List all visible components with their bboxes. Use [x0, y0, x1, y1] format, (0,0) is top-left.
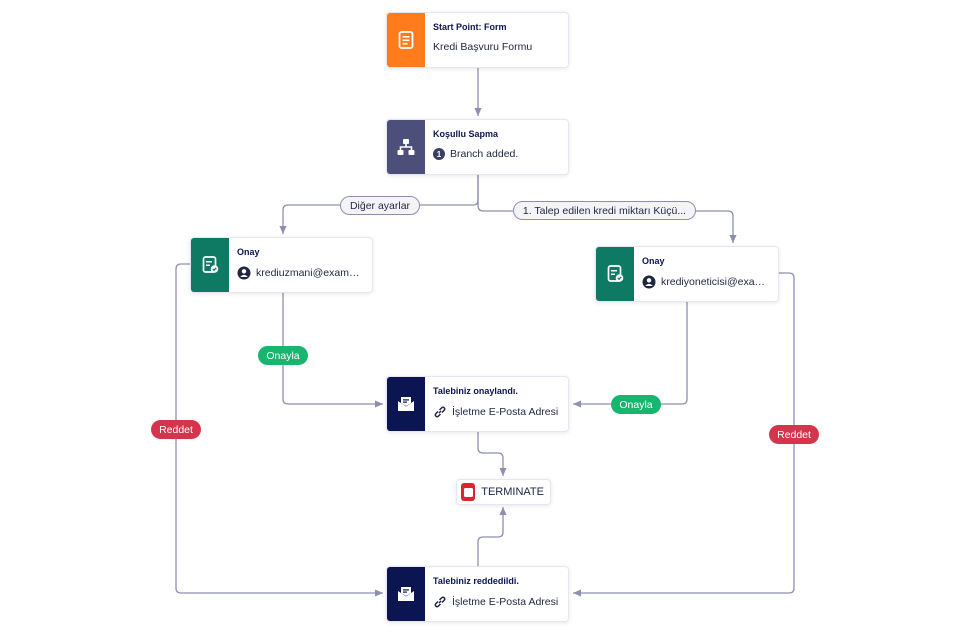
edge-rejected-to-terminate — [477, 507, 507, 566]
email-rejected-title: Talebiniz reddedildi. — [433, 576, 519, 586]
reject-label-left[interactable]: Reddet — [151, 420, 201, 439]
email-icon-box-rejected — [387, 567, 425, 621]
approval-icon-box-right — [596, 247, 634, 301]
link-icon — [434, 406, 446, 418]
start-form-body: Start Point: Form Kredi Başvuru Formu — [425, 13, 568, 67]
approval-title-left: Onay — [237, 247, 260, 257]
approval-title-right: Onay — [642, 256, 665, 266]
email-approved-recipient-text: İşletme E-Posta Adresi — [452, 406, 559, 418]
form-icon-box — [387, 13, 425, 67]
condition-status-text: Branch added. — [450, 148, 519, 160]
approval-icon-box-left — [191, 238, 229, 292]
user-icon — [237, 266, 251, 280]
stop-square-icon — [461, 483, 476, 501]
approval-assignee-left: krediuzmani@example.com — [237, 266, 364, 280]
email-rejected-node[interactable]: Talebiniz reddedildi. İşletme E-Posta Ad… — [386, 566, 569, 622]
email-approved-node[interactable]: Talebiniz onaylandı. İşletme E-Posta Adr… — [386, 376, 569, 432]
form-document-icon — [398, 31, 414, 49]
approval-body-left: Onay krediuzmani@example.com — [229, 238, 372, 292]
email-approved-body: Talebiniz onaylandı. İşletme E-Posta Adr… — [425, 377, 568, 431]
approval-assignee-email-left: krediuzmani@example.com — [256, 267, 364, 279]
envelope-icon — [398, 587, 414, 601]
start-form-title: Start Point: Form — [433, 22, 507, 32]
approval-assignee-email-right: krediyoneticisi@example.com — [661, 276, 770, 288]
approve-label-right[interactable]: Onayla — [611, 395, 661, 414]
approve-label-left[interactable]: Onayla — [258, 346, 308, 365]
condition-icon-box — [387, 120, 425, 174]
condition-body: Koşullu Sapma 1 Branch added. — [425, 120, 568, 174]
user-icon — [642, 275, 656, 289]
start-form-node[interactable]: Start Point: Form Kredi Başvuru Formu — [386, 12, 569, 68]
condition-node[interactable]: Koşullu Sapma 1 Branch added. — [386, 119, 569, 175]
edge-right-approval-to-approved — [573, 302, 688, 408]
approval-body-right: Onay krediyoneticisi@example.com — [634, 247, 778, 301]
link-icon — [434, 596, 446, 608]
terminate-label: TERMINATE — [481, 486, 544, 498]
edge-left-approval-to-approved — [282, 293, 383, 408]
terminate-node[interactable]: TERMINATE — [456, 479, 551, 505]
email-rejected-body: Talebiniz reddedildi. İşletme E-Posta Ad… — [425, 567, 568, 621]
approval-check-icon — [202, 256, 218, 273]
email-rejected-recipient-text: İşletme E-Posta Adresi — [452, 596, 559, 608]
condition-title: Koşullu Sapma — [433, 129, 499, 139]
envelope-icon — [398, 397, 414, 411]
email-approved-title: Talebiniz onaylandı. — [433, 386, 518, 396]
branch-tree-icon — [397, 139, 415, 155]
reject-label-right[interactable]: Reddet — [769, 425, 819, 444]
branch-label-other[interactable]: Diğer ayarlar — [340, 196, 420, 215]
start-form-name: Kredi Başvuru Formu — [433, 41, 533, 53]
email-rejected-recipient: İşletme E-Posta Adresi — [433, 595, 560, 609]
approval-check-icon — [607, 265, 623, 282]
email-icon-box-approved — [387, 377, 425, 431]
edge-approved-to-terminate — [477, 432, 507, 476]
email-approved-recipient: İşletme E-Posta Adresi — [433, 405, 560, 419]
approval-node-left[interactable]: Onay krediuzmani@example.com — [190, 237, 373, 293]
edge-right-approval-to-rejected — [573, 272, 795, 597]
approval-assignee-right: krediyoneticisi@example.com — [642, 275, 770, 289]
start-form-subtitle: Kredi Başvuru Formu — [433, 41, 560, 53]
condition-subtitle: 1 Branch added. — [433, 148, 560, 160]
approval-node-right[interactable]: Onay krediyoneticisi@example.com — [595, 246, 779, 302]
branch-count-badge: 1 — [433, 148, 445, 160]
edge-left-approval-to-rejected — [175, 263, 383, 597]
branch-label-condition-1[interactable]: 1. Talep edilen kredi miktarı Küçü... — [513, 201, 696, 220]
